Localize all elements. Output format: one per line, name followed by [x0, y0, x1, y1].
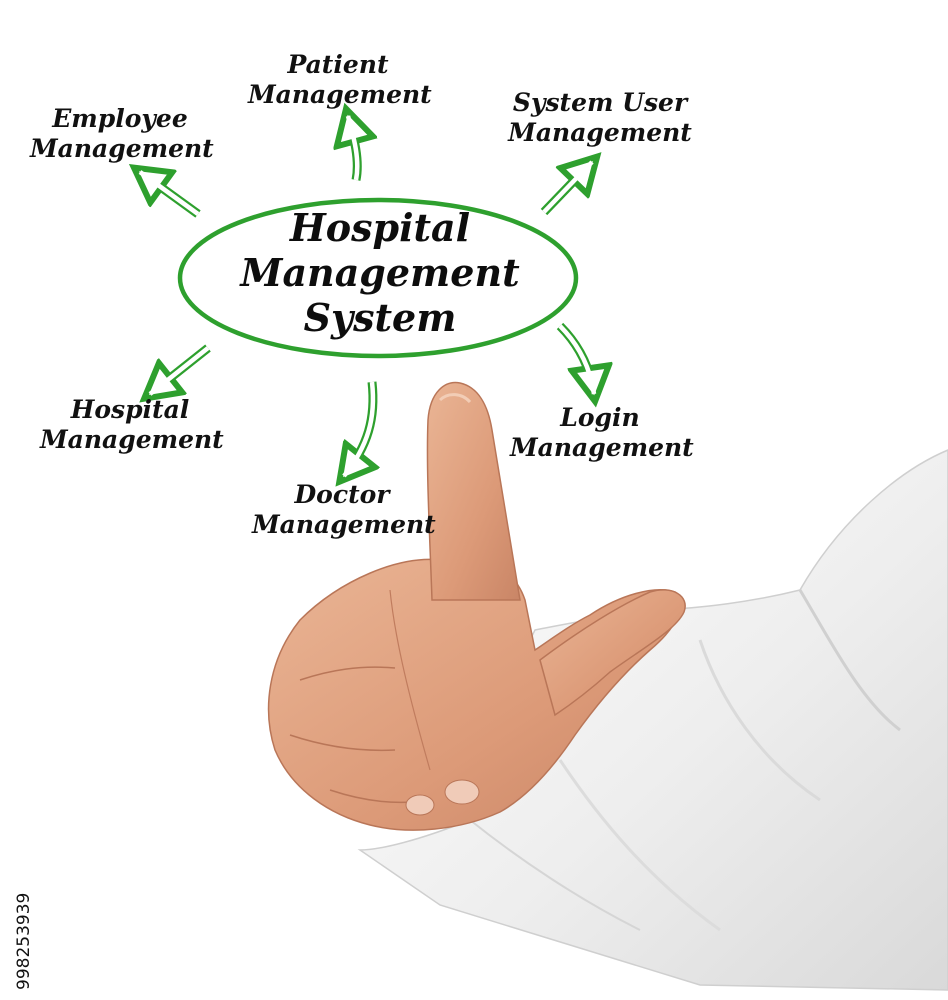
node-hospital-line-2: Management — [40, 425, 224, 454]
node-patient-line-2: Management — [248, 80, 432, 109]
node-login-line-1: Login — [560, 403, 640, 432]
node-doctor-line-2: Management — [252, 510, 436, 539]
arrow-to-hospital-management — [150, 344, 211, 394]
center-ellipse — [177, 197, 579, 359]
center-title-line-1: Hospital — [289, 205, 471, 250]
node-employee-line-1: Employee — [52, 104, 188, 133]
node-login-management: Login Management — [510, 403, 694, 463]
node-hospital-management: Hospital Management — [40, 395, 224, 455]
arrow-to-patient-management — [348, 116, 357, 181]
node-login-line-2: Management — [510, 433, 694, 462]
node-system-user-line-1: System User — [512, 88, 688, 117]
arrow-to-system-user-management — [540, 162, 592, 216]
node-doctor-line-1: Doctor — [294, 480, 390, 509]
arrow-to-employee-management — [140, 172, 201, 218]
stock-id-text: 998253939 — [14, 892, 34, 990]
arrow-to-doctor-management — [344, 381, 373, 476]
node-hospital-line-1: Hospital — [70, 395, 190, 424]
node-patient-management: Patient Management — [248, 50, 432, 110]
node-doctor-management: Doctor Management — [252, 480, 436, 540]
node-system-user-management: System User Management — [505, 88, 695, 148]
node-patient-line-1: Patient — [287, 50, 389, 79]
center-title-line-3: System — [303, 295, 457, 340]
center-title-line-2: Management — [240, 250, 520, 295]
sleeve — [357, 449, 948, 991]
node-employee-line-2: Management — [30, 134, 214, 163]
arrow-to-login-management — [556, 322, 594, 394]
stock-id-label: 998253939 — [10, 760, 40, 990]
index-finger — [426, 381, 521, 601]
center-title: Hospital Management System — [190, 205, 570, 340]
node-system-user-line-2: Management — [508, 118, 692, 147]
hand-palm — [267, 558, 682, 831]
node-employee-management: Employee Management — [30, 104, 214, 164]
thumb — [539, 589, 686, 717]
arrows — [140, 116, 594, 476]
